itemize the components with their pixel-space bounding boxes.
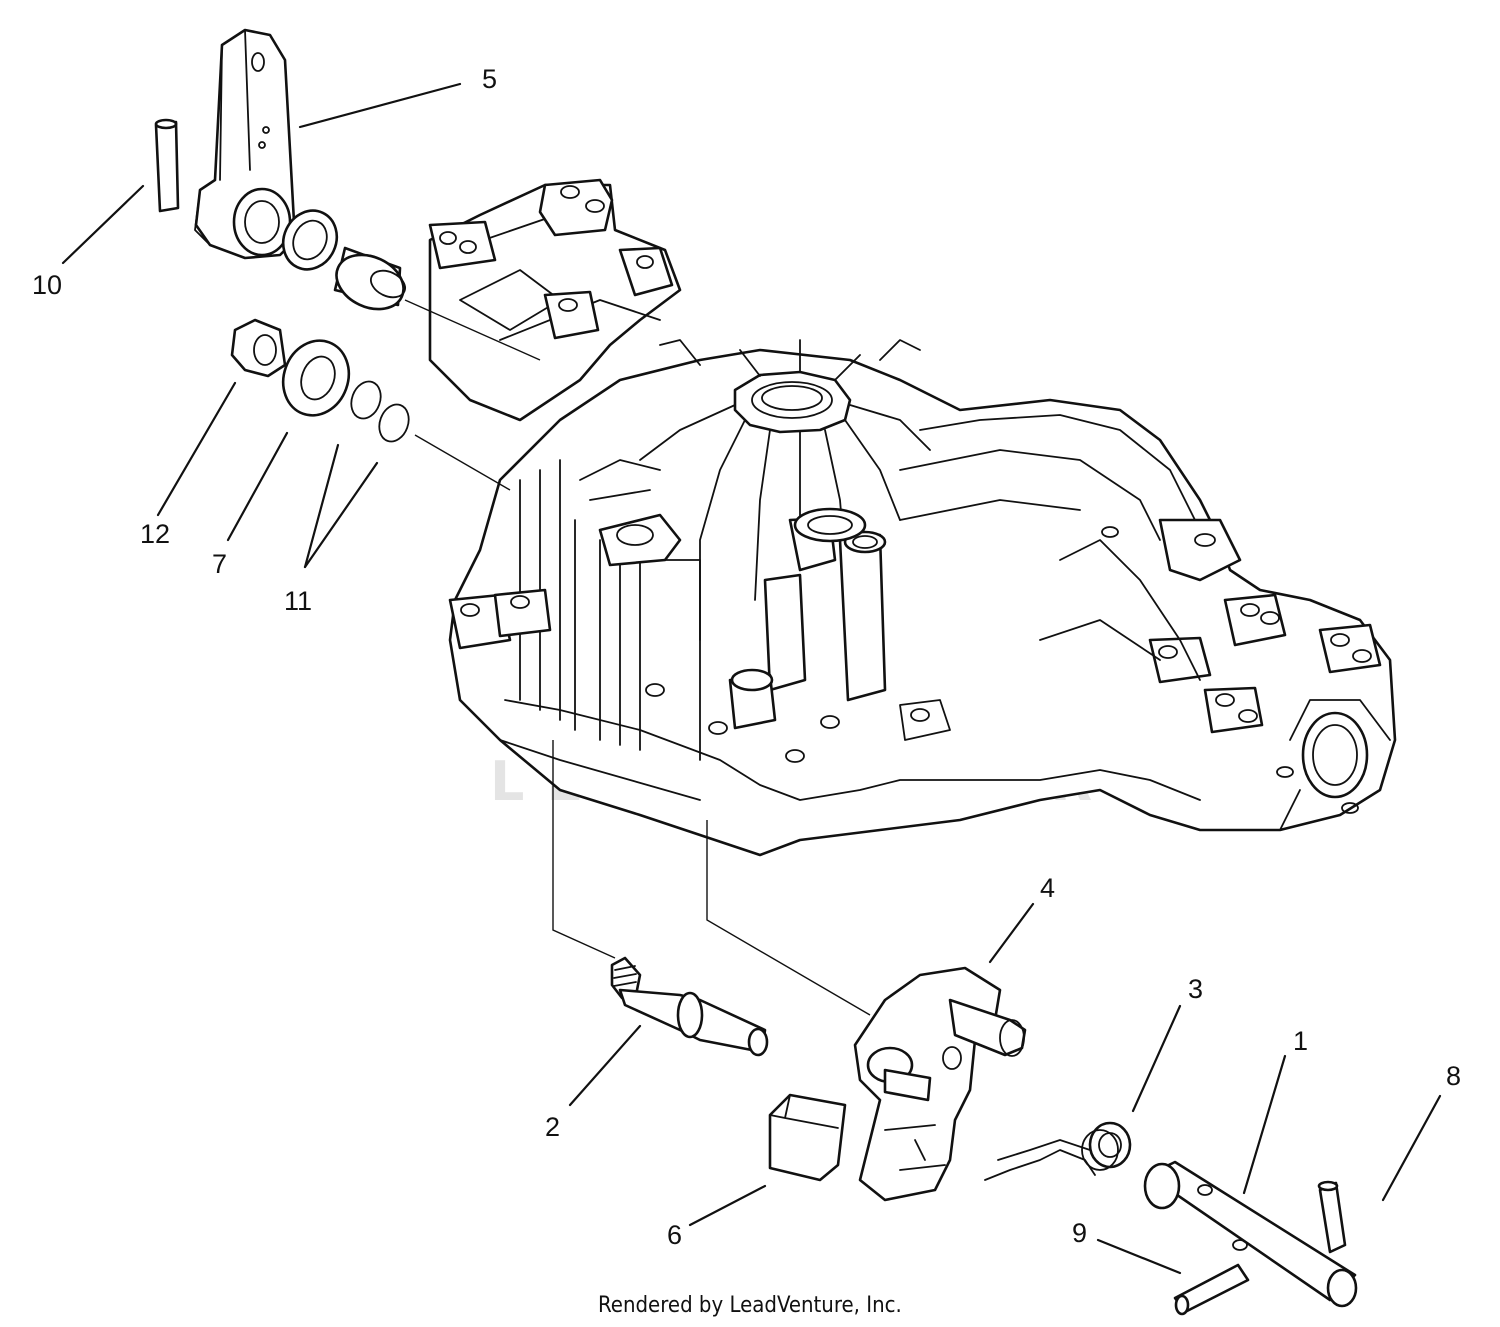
part-4-lever — [853, 966, 1027, 1202]
callout-9: 9 — [1072, 1218, 1087, 1248]
part-2-shaft — [610, 956, 769, 1057]
callout-labels: 1 2 3 4 5 6 7 8 9 10 11 12 — [32, 64, 1461, 1250]
callout-7: 7 — [212, 549, 227, 579]
part-12-nut — [230, 318, 287, 378]
part-11-orings — [350, 380, 410, 443]
callout-10: 10 — [32, 270, 62, 300]
callout-2: 2 — [545, 1112, 560, 1142]
assembly-lines — [404, 299, 871, 1016]
seal-ring — [281, 209, 339, 271]
bushing — [333, 246, 406, 311]
callout-8: 8 — [1446, 1061, 1461, 1091]
part-8-roll-pin — [1317, 1180, 1347, 1254]
transaxle-housing — [428, 178, 1397, 857]
callout-5: 5 — [482, 64, 497, 94]
callout-3: 3 — [1188, 974, 1203, 1004]
callout-4: 4 — [1040, 873, 1055, 903]
part-1-shaft — [1143, 1160, 1358, 1308]
part-9-roll-pin — [1173, 1263, 1250, 1316]
part-6-block — [768, 1093, 847, 1182]
callout-12: 12 — [140, 519, 170, 549]
part-10-pin — [154, 118, 180, 213]
part-5-control-arm — [194, 28, 297, 260]
footer-credit: Rendered by LeadVenture, Inc. — [598, 1293, 902, 1318]
callout-11: 11 — [284, 586, 312, 616]
callout-1: 1 — [1293, 1026, 1308, 1056]
part-7-washer — [281, 339, 351, 417]
part-3-spring — [984, 1121, 1132, 1181]
leader-lines — [61, 82, 1442, 1275]
callout-6: 6 — [667, 1220, 682, 1250]
